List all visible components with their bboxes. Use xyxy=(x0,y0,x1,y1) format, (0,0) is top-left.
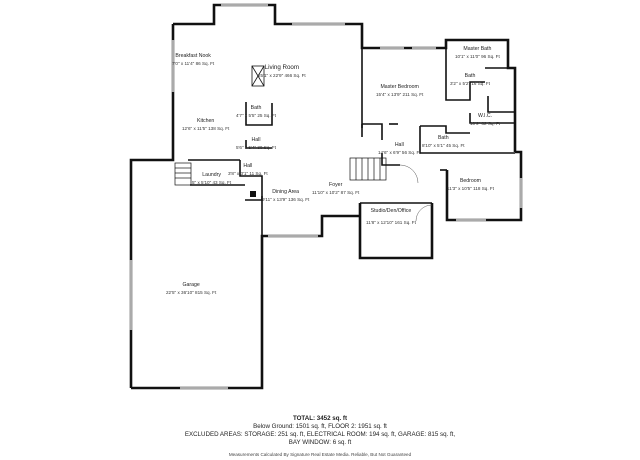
stairs-laundry xyxy=(174,162,192,186)
wall-foyer xyxy=(381,153,400,166)
bay-window-area: BAY WINDOW: 6 sq. ft xyxy=(288,439,352,446)
floor-breakdown: Below Ground: 1501 sq. ft, FLOOR 2: 1951… xyxy=(253,423,387,430)
room-dimensions: 14'6" x 6'9" 56 Sq. Ft xyxy=(378,150,421,155)
room-dimensions: 5" x 5'10" 43 Sq. Ft xyxy=(192,180,232,185)
room-garage: Garage 22'5" x 36'10" 815 Sq. Ft xyxy=(166,281,216,297)
room-name: Master Bath xyxy=(463,46,492,52)
room-dimensions: 22'5" x 36'10" 815 Sq. Ft xyxy=(166,290,217,295)
disclaimer: Measurements Calculated By Signature Rea… xyxy=(228,452,412,457)
west-wall-kitchen xyxy=(129,24,175,388)
studio-walls xyxy=(358,203,434,260)
room-bath-hall: Bath 8'10" x 5'1" 45 Sq. Ft xyxy=(422,134,465,150)
room-breakfast-nook: Breakfast Nook 7'0" x 11'4" 86 Sq. Ft xyxy=(172,52,214,68)
room-dimensions: 10'9" 82 Sq. Ft xyxy=(470,121,501,126)
bedroom-walls xyxy=(445,150,523,222)
wall-laundry-side xyxy=(239,160,263,201)
wall-kitchen-bath xyxy=(245,102,273,126)
room-name: Bath xyxy=(437,135,449,141)
north-wall xyxy=(173,3,364,44)
door-swing xyxy=(399,164,419,184)
room-bath-upper: Bath 3'2" x 5'2" 16 Sq. Ft xyxy=(450,72,490,88)
wall-wic-left xyxy=(469,113,515,124)
room-name: Bedroom xyxy=(459,178,482,184)
room-name: Laundry xyxy=(202,172,221,178)
room-dimensions: 11'8" x 12'10" 161 Sq. Ft xyxy=(366,220,416,225)
wall-wic xyxy=(487,96,515,113)
interior-walls xyxy=(188,44,515,236)
fireplace-hatch xyxy=(251,65,265,87)
room-name: Master Bedroom xyxy=(380,84,419,90)
room-hall-master: Hall 14'6" x 6'9" 56 Sq. Ft xyxy=(378,141,421,157)
area-summary: TOTAL: 3452 sq. ft Below Ground: 1501 sq… xyxy=(0,415,640,447)
room-master-bath: Master Bath 10'1" x 11'0" 96 Sq. Ft xyxy=(455,45,500,61)
wall-hall xyxy=(245,140,272,149)
floor-plan xyxy=(129,3,523,390)
room-dimensions: 11'10" x 10'2" 87 Sq. Ft xyxy=(312,190,360,195)
room-name: Bath xyxy=(250,105,262,111)
room-bath-small: Bath 4'7" x 5'5" 25 Sq. Ft xyxy=(236,104,276,120)
room-name: Dining Area xyxy=(272,189,300,195)
room-studio-den-office: Studio/Den/Office 11'8" x 12'10" 161 Sq.… xyxy=(366,207,416,227)
room-name: Studio/Den/Office xyxy=(370,208,412,214)
room-name: W.I.C. xyxy=(477,113,493,119)
room-dimensions: 7'0" x 11'4" 86 Sq. Ft xyxy=(172,61,215,66)
room-dimensions: 4'7" x 5'5" 25 Sq. Ft xyxy=(236,113,277,118)
room-name: Bath xyxy=(464,73,476,79)
room-dimensions: 11'3" x 10'5" 118 Sq. Ft xyxy=(447,186,494,191)
room-dimensions: 25'1" x 22'9" 466 Sq. Ft xyxy=(258,73,306,78)
room-name: Garage xyxy=(182,282,200,288)
windows xyxy=(129,3,523,390)
room-dimensions: 12'6" x 11'5" 138 Sq. Ft xyxy=(182,126,230,131)
room-dimensions: 5'6" x 5'4" 30 Sq. Ft xyxy=(236,145,277,150)
room-name: Breakfast Nook xyxy=(175,53,211,59)
room-dining-area: Dining Area 9'11" x 13'9" 136 Sq. Ft xyxy=(262,188,309,204)
wall-hall-bath-top xyxy=(420,125,470,134)
total-area: TOTAL: 3452 sq. ft xyxy=(292,415,348,422)
fireplace xyxy=(251,65,265,87)
room-dimensions: 10'1" x 11'0" 96 Sq. Ft xyxy=(455,54,500,59)
room-dimensions: 15'4" x 13'9" 211 Sq. Ft xyxy=(376,92,424,97)
wall-hall-bath xyxy=(419,126,515,154)
garage-south-wall xyxy=(131,214,360,390)
room-bedroom: Bedroom 11'3" x 10'5" 118 Sq. Ft xyxy=(447,177,494,193)
room-dimensions: 3'8" x 3'1" 11 Sq. Ft xyxy=(228,171,268,176)
room-name: Foyer xyxy=(329,182,343,188)
entry-post xyxy=(250,191,256,197)
room-dimensions: 3'2" x 5'2" 16 Sq. Ft xyxy=(450,81,491,86)
room-name: Hall xyxy=(394,142,404,148)
room-wic: W.I.C. 10'9" 82 Sq. Ft xyxy=(470,112,500,128)
room-name: Kitchen xyxy=(197,118,215,124)
room-name: Living Room xyxy=(264,64,300,71)
stairs xyxy=(174,157,387,186)
room-master-bedroom: Master Bedroom 15'4" x 13'9" 211 Sq. Ft xyxy=(376,83,423,99)
excluded-areas: EXCLUDED AREAS: STORAGE: 251 sq. ft, ELE… xyxy=(184,431,456,438)
door-arcs xyxy=(399,164,433,222)
wall-bath-upper xyxy=(445,48,485,101)
room-foyer: Foyer 11'10" x 10'2" 87 Sq. Ft xyxy=(312,181,359,197)
room-dimensions: 8'10" x 5'1" 45 Sq. Ft xyxy=(422,143,465,148)
room-laundry: Laundry 5" x 5'10" 43 Sq. Ft xyxy=(192,171,231,187)
room-hall-kitchen: Hall 5'6" x 5'4" 30 Sq. Ft xyxy=(236,136,276,152)
room-dimensions: 9'11" x 13'9" 136 Sq. Ft xyxy=(262,197,310,202)
room-name: Hall xyxy=(243,163,253,169)
door-swing xyxy=(415,204,433,222)
room-living-room: Living Room 25'1" x 22'9" 466 Sq. Ft xyxy=(258,64,306,80)
room-kitchen: Kitchen 12'6" x 11'5" 138 Sq. Ft xyxy=(182,117,229,133)
master-east-wall xyxy=(360,38,517,152)
room-name: Hall xyxy=(251,137,261,143)
room-hall-laundry: Hall 3'8" x 3'1" 11 Sq. Ft xyxy=(228,162,268,178)
wall-master-hall xyxy=(362,123,383,140)
fireplace-box xyxy=(251,65,265,87)
